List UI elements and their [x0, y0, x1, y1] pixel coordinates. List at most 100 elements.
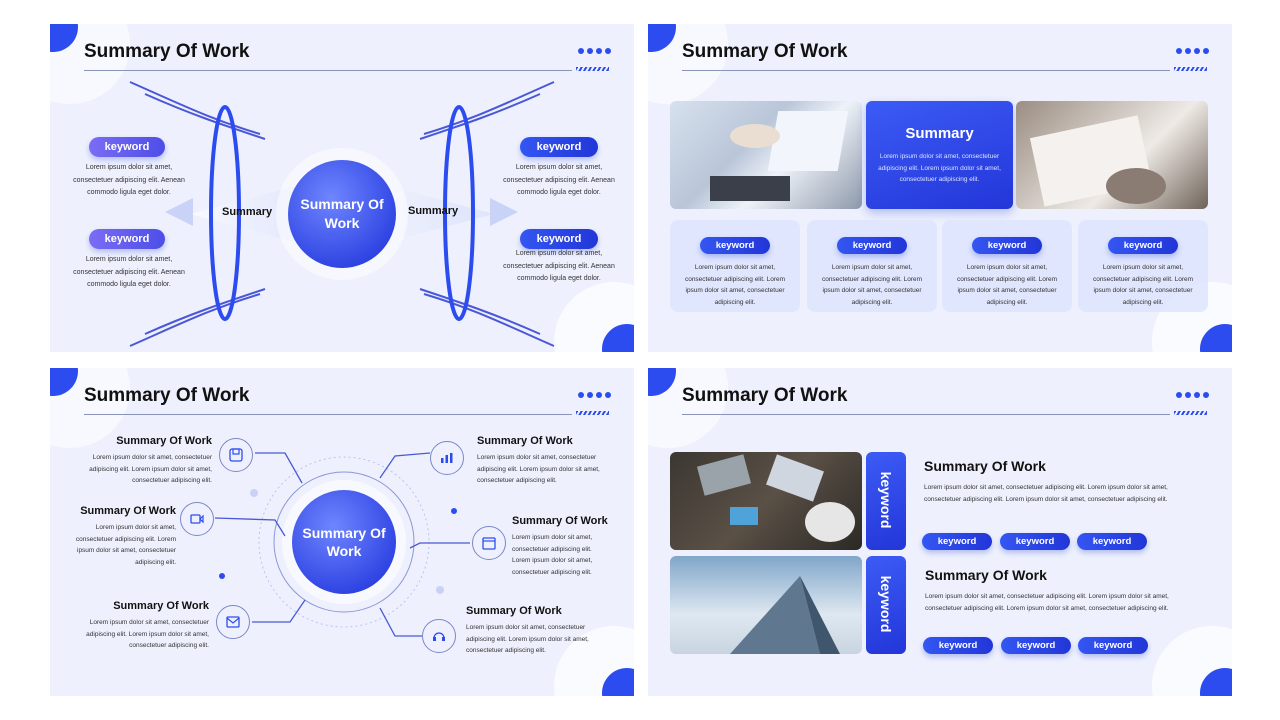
right-summary-label: Summary [408, 205, 459, 217]
video-icon [180, 502, 214, 536]
slide-1: Summary Of Work Summary Of Work Summary … [50, 24, 634, 352]
item-title: Summary Of Work [924, 458, 1046, 474]
bar-chart-icon [430, 441, 464, 475]
keyword-pill: keyword [520, 137, 598, 157]
hub-diagram [214, 452, 470, 637]
slide-title: Summary Of Work [84, 41, 250, 62]
slide-title: Summary Of Work [84, 385, 250, 406]
curve-line [129, 293, 261, 347]
keyword-pill: keyword [1000, 533, 1070, 550]
slide-title: Summary Of Work [682, 385, 848, 406]
card-text: Lorem ipsum dolor sit amet, consectetuer… [821, 264, 923, 306]
keyword-pill: keyword [922, 533, 992, 550]
floppy-icon [219, 438, 253, 472]
keyword-card [807, 220, 937, 312]
vertical-keyword-tab [866, 556, 906, 654]
body-text: Lorem ipsum dolor sit amet, consectetuer… [503, 164, 615, 196]
curve-line [419, 93, 541, 140]
item-title: Summary Of Work [116, 435, 212, 447]
title-divider [682, 70, 1170, 71]
dots-decoration [578, 48, 611, 54]
item-title: Summary Of Work [80, 505, 176, 517]
curve-line [419, 288, 541, 335]
curve-line [129, 81, 261, 135]
curve-line [423, 81, 555, 135]
vertical-keyword-label: keyword [878, 471, 894, 529]
stripes-decoration [576, 67, 609, 71]
curve-line [423, 293, 555, 347]
item-text: Lorem ipsum dolor sit amet, consectetuer… [477, 454, 600, 484]
keyword-pill: keyword [700, 237, 770, 254]
keyword-card [942, 220, 1072, 312]
card-text: Lorem ipsum dolor sit amet, consectetuer… [1092, 264, 1194, 306]
card-text: Lorem ipsum dolor sit amet, consectetuer… [684, 264, 786, 306]
card-text: Lorem ipsum dolor sit amet, consectetuer… [956, 264, 1058, 306]
item-text: Lorem ipsum dolor sit amet, consectetuer… [466, 624, 589, 654]
connector-line [252, 599, 306, 623]
desk-photo [670, 452, 862, 550]
stripes-decoration [576, 411, 609, 415]
right-ring [443, 105, 475, 321]
keyword-pill: keyword [1078, 637, 1148, 654]
item-text: Lorem ipsum dolor sit amet, consectetuer… [75, 524, 176, 566]
slide-3: Summary Of Work Summary Of Work Summary … [50, 368, 634, 696]
item-text: Lorem ipsum dolor sit amet, consectetuer… [86, 619, 209, 649]
summary-box [866, 101, 1013, 209]
dots-decoration [1176, 48, 1209, 54]
keyword-pill: keyword [837, 237, 907, 254]
item-text: Lorem ipsum dolor sit amet, consectetuer… [512, 534, 593, 576]
connector-line [379, 452, 431, 479]
calendar-icon [472, 526, 506, 560]
body-text: Lorem ipsum dolor sit amet, consectetuer… [503, 250, 615, 282]
slide-4: Summary Of Work keyword keyword Summary … [648, 368, 1232, 696]
curve-line [144, 93, 266, 140]
item-title: Summary Of Work [477, 435, 573, 447]
body-text: Lorem ipsum dolor sit amet, consectetuer… [73, 256, 185, 288]
keyword-pill: keyword [89, 137, 165, 157]
left-ring [209, 105, 241, 321]
connector-line [409, 542, 470, 549]
title-divider [84, 414, 572, 415]
vertical-keyword-label: keyword [878, 575, 894, 633]
keyword-pill: keyword [972, 237, 1042, 254]
dots-decoration [578, 392, 611, 398]
keyword-card [1078, 220, 1208, 312]
center-sphere [288, 160, 396, 268]
summary-box-title: Summary [905, 125, 974, 142]
connector-line [214, 517, 286, 537]
radial-diagram [129, 81, 555, 347]
connector-line [379, 607, 423, 637]
right-arrow [490, 198, 518, 226]
keyword-card [670, 220, 800, 312]
keyword-pill: keyword [89, 229, 165, 249]
headset-icon [422, 619, 456, 653]
vertical-keyword-tab [866, 452, 906, 550]
connector-line [255, 452, 303, 484]
item-title: Summary Of Work [113, 600, 209, 612]
left-arrow [165, 198, 193, 226]
hub-sphere [292, 490, 396, 594]
skyscraper-photo [670, 556, 862, 654]
left-summary-label: Summary [222, 206, 273, 218]
stripes-decoration [1174, 411, 1207, 415]
title-divider [84, 70, 572, 71]
keyword-pill: keyword [1001, 637, 1071, 654]
summary-box-text: Lorem ipsum dolor sit amet, consectetuer… [878, 153, 1001, 183]
item-title: Summary Of Work [512, 515, 608, 527]
center-label: Summary Of Work [300, 196, 384, 231]
item-title: Summary Of Work [925, 567, 1047, 583]
body-text: Lorem ipsum dolor sit amet, consectetuer… [73, 164, 185, 196]
slide-2: Summary Of Work Summary Lorem ipsum dolo… [648, 24, 1232, 352]
dots-decoration [1176, 392, 1209, 398]
item-title: Summary Of Work [466, 605, 562, 617]
keyword-pill: keyword [520, 229, 598, 249]
slide-title: Summary Of Work [682, 41, 848, 62]
laptop-photo [670, 101, 862, 209]
mail-icon [216, 605, 250, 639]
hub-label: Summary Of Work [302, 525, 386, 559]
keyword-pill: keyword [1108, 237, 1178, 254]
keyword-pill: keyword [1077, 533, 1147, 550]
writing-photo [1016, 101, 1208, 209]
title-divider [682, 414, 1170, 415]
keyword-pill: keyword [923, 637, 993, 654]
